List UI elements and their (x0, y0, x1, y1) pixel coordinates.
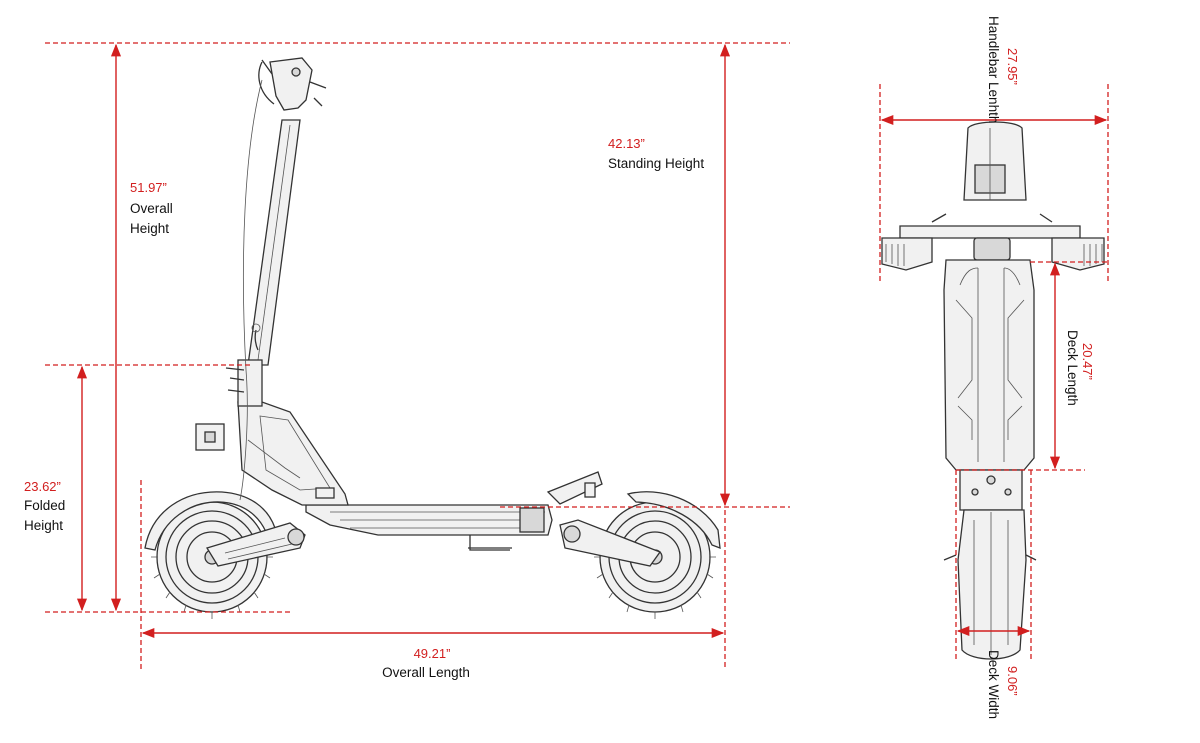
deck-width-value: 9.06” (1005, 666, 1020, 696)
rear-frame (237, 401, 349, 506)
front-swing-arm (559, 519, 662, 567)
display-top (973, 237, 1011, 261)
scooter-top-view-drawing (881, 121, 1105, 660)
top-view-dimensions: 27.95” Handlebar Lenhth 20.47” Deck Leng… (879, 16, 1110, 719)
overall-length-label: Overall Length (382, 665, 470, 680)
overall-length-value: 49.21” (414, 646, 451, 661)
overall-height-label-line1: Overall (130, 201, 173, 216)
standing-height-label: Standing Height (608, 156, 704, 171)
overall-height-label-line2: Height (130, 221, 169, 236)
standing-height-value: 42.13” (608, 136, 645, 151)
handlebar-length-label: Handlebar Lenhth (986, 16, 1001, 123)
deck-top (943, 259, 1035, 471)
folded-height-value: 23.62” (24, 479, 61, 494)
rear-fender-top (957, 509, 1027, 660)
handlebar-top (899, 225, 1081, 239)
front-fender (626, 491, 721, 549)
folded-height-label-line2: Height (24, 518, 63, 533)
handlebar-length-value: 27.95” (1005, 48, 1020, 85)
deck-length-label: Deck Length (1065, 330, 1080, 406)
deck-width-label: Deck Width (986, 650, 1001, 719)
scooter-side-view-drawing (144, 57, 721, 619)
side-view-dimensions: 51.97” Overall Height 42.13” Standing He… (24, 42, 790, 680)
deck-length-value: 20.47” (1080, 343, 1095, 380)
overall-height-value: 51.97” (130, 180, 167, 195)
handlebar-head (269, 57, 313, 111)
folded-height-label-line1: Folded (24, 498, 65, 513)
